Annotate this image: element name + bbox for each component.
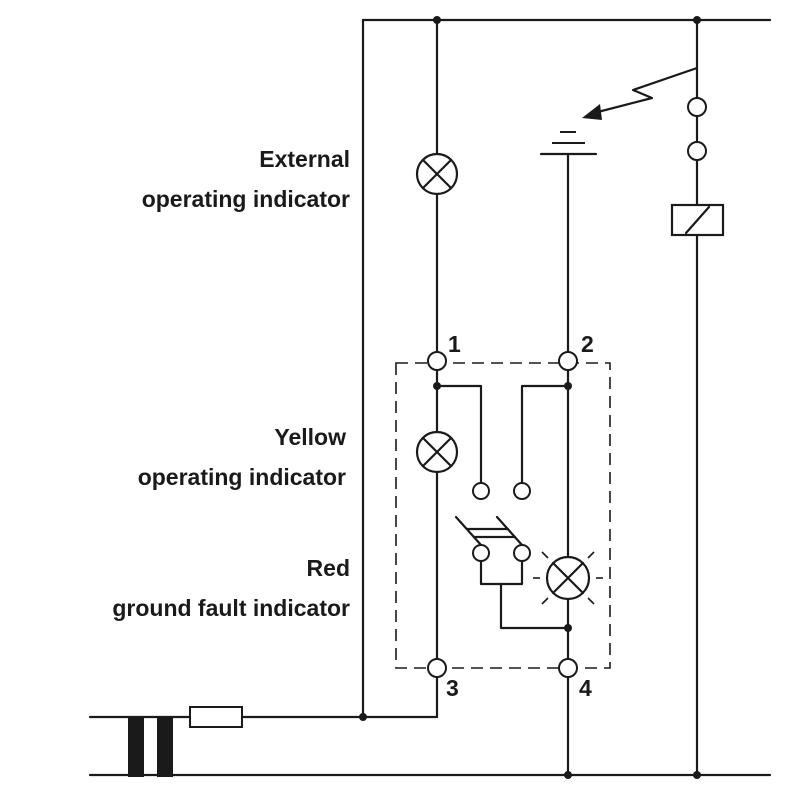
yellow-label-line-2: operating indicator (137, 464, 346, 490)
device-enclosure (395, 362, 611, 669)
internal-wire-left (435, 384, 483, 485)
terminal-1-label: 1 (448, 331, 461, 357)
external-indicator-label: External operating indicator (142, 139, 350, 219)
terminal-3-label: 3 (446, 675, 459, 701)
red-fault-lamp (533, 543, 603, 613)
terminal-3 (427, 658, 447, 678)
test-switch (454, 515, 570, 630)
switch-contact-left (472, 482, 490, 500)
earth-symbol (539, 131, 598, 156)
external-label-line-1: External (259, 146, 350, 172)
terminal-4 (558, 658, 578, 678)
junction-dot (564, 382, 572, 390)
external-indicator-lamp (415, 152, 459, 196)
red-label-line-1: Red (306, 555, 350, 581)
fuse-symbol (189, 706, 243, 728)
relay-coil (670, 203, 725, 237)
yellow-indicator-lamp (415, 430, 459, 474)
junction-dot (433, 16, 441, 24)
junction-dot (564, 624, 572, 632)
switch-contact-right (513, 482, 531, 500)
junction-dot (359, 713, 367, 721)
contact-terminal-lower (687, 141, 707, 161)
junction-dot (433, 382, 441, 390)
junction-dot (564, 771, 572, 779)
internal-wire-right (520, 384, 570, 485)
red-label-line-2: ground fault indicator (112, 595, 350, 621)
terminal-4-label: 4 (579, 675, 592, 701)
contact-terminal-upper (687, 97, 707, 117)
terminal-2 (558, 351, 578, 371)
external-label-line-2: operating indicator (141, 186, 350, 212)
red-fault-label: Red ground fault indicator (112, 548, 350, 628)
yellow-indicator-label: Yellow operating indicator (138, 417, 346, 497)
yellow-label-line-1: Yellow (274, 424, 346, 450)
transformer-core-right (157, 717, 173, 777)
fault-arrow (582, 66, 699, 120)
junction-dot (693, 771, 701, 779)
junction-dot (693, 16, 701, 24)
terminal-1 (427, 351, 447, 371)
transformer-core-left (128, 717, 144, 777)
terminal-2-label: 2 (581, 331, 594, 357)
